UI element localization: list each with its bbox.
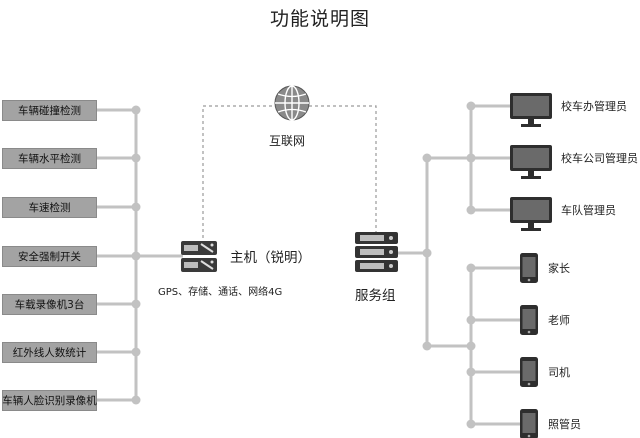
junction-dot [466, 419, 476, 429]
junction-dot [131, 105, 141, 115]
junction-dot [466, 263, 476, 273]
feature-box: 车辆碰撞检测 [2, 100, 97, 121]
junction-dot [131, 202, 141, 212]
monitor-icon [510, 145, 552, 179]
feature-box: 安全强制开关 [2, 246, 97, 267]
monitor-user-label: 校车公司管理员 [561, 152, 638, 165]
monitor-icon [510, 93, 552, 127]
junction-dot [466, 315, 476, 325]
junction-dot [466, 205, 476, 215]
phone-icon [520, 409, 538, 438]
junction-dot [131, 347, 141, 357]
diagram-title: 功能说明图 [269, 8, 370, 30]
host-label: 主机（锐明） [230, 250, 311, 266]
junction-dot [466, 101, 476, 111]
junction-dot [466, 367, 476, 377]
phone-icon [520, 305, 538, 335]
junction-dot [131, 153, 141, 163]
junction-dot [131, 395, 141, 405]
junction-dot [131, 299, 141, 309]
monitor-user-label: 校车办管理员 [561, 100, 627, 113]
host-subtitle: GPS、存储、通话、网络4G [158, 287, 283, 298]
mobile-user-label: 照管员 [548, 418, 581, 431]
junction-dot [422, 341, 432, 351]
feature-box: 车辆人脸识别录像机 [2, 390, 97, 411]
junction-dot [466, 341, 476, 351]
internet-label: 互联网 [269, 134, 306, 148]
feature-box: 车载录像机3台 [2, 294, 97, 315]
host-device-icon [181, 241, 217, 272]
phone-icon [520, 357, 538, 387]
feature-box: 红外线人数统计 [2, 342, 97, 363]
host-to-internet-link [202, 105, 275, 238]
mobile-user-label: 司机 [548, 366, 570, 379]
junction-dot [422, 248, 432, 258]
monitor-user-label: 车队管理员 [561, 204, 616, 217]
junction-dot [466, 153, 476, 163]
internet-to-server-link [309, 105, 377, 232]
server-stack-icon [355, 232, 398, 272]
monitor-icon [510, 197, 552, 231]
junction-dot [422, 153, 432, 163]
mobile-user-label: 老师 [548, 314, 570, 327]
feature-box: 车速检测 [2, 197, 97, 218]
phone-icon [520, 253, 538, 283]
globe-icon [274, 85, 310, 121]
server-label: 服务组 [355, 288, 396, 304]
feature-box: 车辆水平检测 [2, 148, 97, 169]
mobile-user-label: 家长 [548, 262, 570, 275]
